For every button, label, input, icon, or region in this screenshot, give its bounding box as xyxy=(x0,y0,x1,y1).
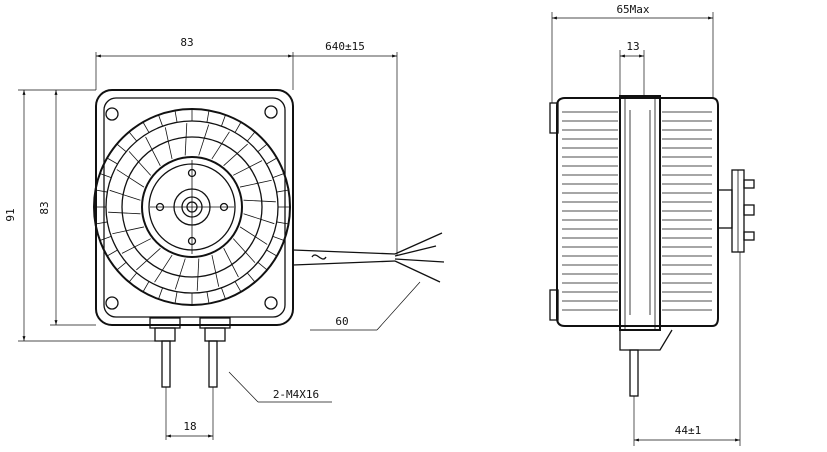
screw-head-left xyxy=(154,327,176,342)
power-cable xyxy=(292,232,445,283)
rib-inner xyxy=(233,160,263,176)
rib-outer xyxy=(206,110,210,123)
dim-width-83: 83 xyxy=(180,36,193,49)
rib-inner xyxy=(128,151,152,176)
side-fins-right xyxy=(662,111,712,311)
mounting-hole-top-left xyxy=(105,107,119,121)
rib-outer xyxy=(272,173,285,178)
rib-outer xyxy=(221,114,226,127)
side-view xyxy=(549,95,755,397)
dim-wire-strip-60: 60 xyxy=(335,315,348,328)
rib-inner xyxy=(211,131,230,160)
center-flange xyxy=(619,95,661,331)
rib-outer xyxy=(106,157,118,165)
rib-inner xyxy=(136,247,161,271)
mount-tab-right xyxy=(199,317,231,329)
rib-outer xyxy=(234,121,242,133)
rib-outer xyxy=(99,173,112,178)
rib-outer xyxy=(246,131,256,142)
rib-outer xyxy=(221,287,226,300)
rib-inner xyxy=(145,136,161,166)
rib-outer xyxy=(106,249,118,257)
hub-ring xyxy=(141,156,243,258)
screw-shank-left xyxy=(161,340,171,388)
dim-shaft-44: 44±1 xyxy=(675,424,702,437)
mounting-hole-bottom-left xyxy=(105,296,119,310)
rib-inner xyxy=(121,238,151,254)
rib-inner xyxy=(223,143,248,167)
rib-outer xyxy=(128,131,138,142)
rib-inner xyxy=(243,199,276,203)
mount-tab-left xyxy=(149,317,181,329)
rib-inner xyxy=(243,213,275,225)
radial-ribs-inner xyxy=(108,123,276,291)
front-view xyxy=(93,89,445,388)
rib-inner xyxy=(108,211,141,215)
rib-outer xyxy=(234,281,242,293)
rib-inner xyxy=(116,169,145,188)
rib-inner xyxy=(174,258,186,290)
bottom-bracket xyxy=(619,329,673,351)
rib-inner xyxy=(109,189,141,201)
dim-height-83: 83 xyxy=(38,201,51,214)
dim-depth-max: 65Max xyxy=(616,3,649,16)
rib-inner xyxy=(164,127,173,160)
radial-ribs-outer xyxy=(94,109,290,305)
dim-flange-13: 13 xyxy=(626,40,639,53)
rib-outer xyxy=(116,261,127,271)
rib-inner xyxy=(154,254,173,283)
rib-outer xyxy=(99,236,112,241)
mounting-hole-bottom-right xyxy=(264,296,278,310)
housing-inner-outline xyxy=(103,97,286,318)
rib-inner xyxy=(211,254,220,287)
rib-inner xyxy=(232,238,256,263)
rib-inner xyxy=(112,226,145,235)
dim-height-91: 91 xyxy=(4,208,17,221)
rib-outer xyxy=(174,291,178,304)
rib-inner xyxy=(239,179,272,188)
side-terminal xyxy=(717,169,755,253)
dim-screw-spacing: 18 xyxy=(183,420,196,433)
rib-ring-3 xyxy=(121,136,263,278)
rib-outer xyxy=(257,143,268,153)
rib-outer xyxy=(95,221,108,225)
rib-outer xyxy=(158,287,163,300)
side-lug-bottom-left xyxy=(549,289,559,321)
rib-inner xyxy=(239,226,268,245)
rib-inner xyxy=(223,248,239,278)
rib-outer xyxy=(246,272,256,283)
screw-shank-right xyxy=(208,340,218,388)
side-dimensions: 65Max 13 44±1 xyxy=(551,3,741,446)
rib-inner xyxy=(196,258,200,291)
rib-outer xyxy=(272,236,285,241)
rib-outer xyxy=(257,261,268,271)
rib-inner xyxy=(184,123,188,156)
dim-cable-length: 640±15 xyxy=(325,40,365,53)
side-fins-left xyxy=(562,111,618,311)
rib-outer xyxy=(174,110,178,123)
rib-outer xyxy=(142,121,150,133)
rib-outer xyxy=(158,114,163,127)
rib-outer xyxy=(142,281,150,293)
rib-outer xyxy=(206,291,210,304)
rib-inner xyxy=(198,124,210,156)
rib-outer xyxy=(116,143,127,153)
rib-outer xyxy=(266,249,278,257)
mounting-hole-top-right xyxy=(264,105,278,119)
rib-outer xyxy=(266,157,278,165)
rib-outer xyxy=(95,189,108,193)
rib-outer xyxy=(128,272,138,283)
side-lug-top-left xyxy=(549,102,559,134)
housing-outline xyxy=(95,89,294,326)
screw-head-right xyxy=(204,327,226,342)
dim-screws: 2-M4X16 xyxy=(273,388,319,401)
rib-outer xyxy=(276,189,289,193)
rib-outer xyxy=(276,221,289,225)
front-dimensions: 83 640±15 91 83 60 2-M4X16 18 xyxy=(4,36,421,440)
bottom-shaft xyxy=(629,349,639,397)
